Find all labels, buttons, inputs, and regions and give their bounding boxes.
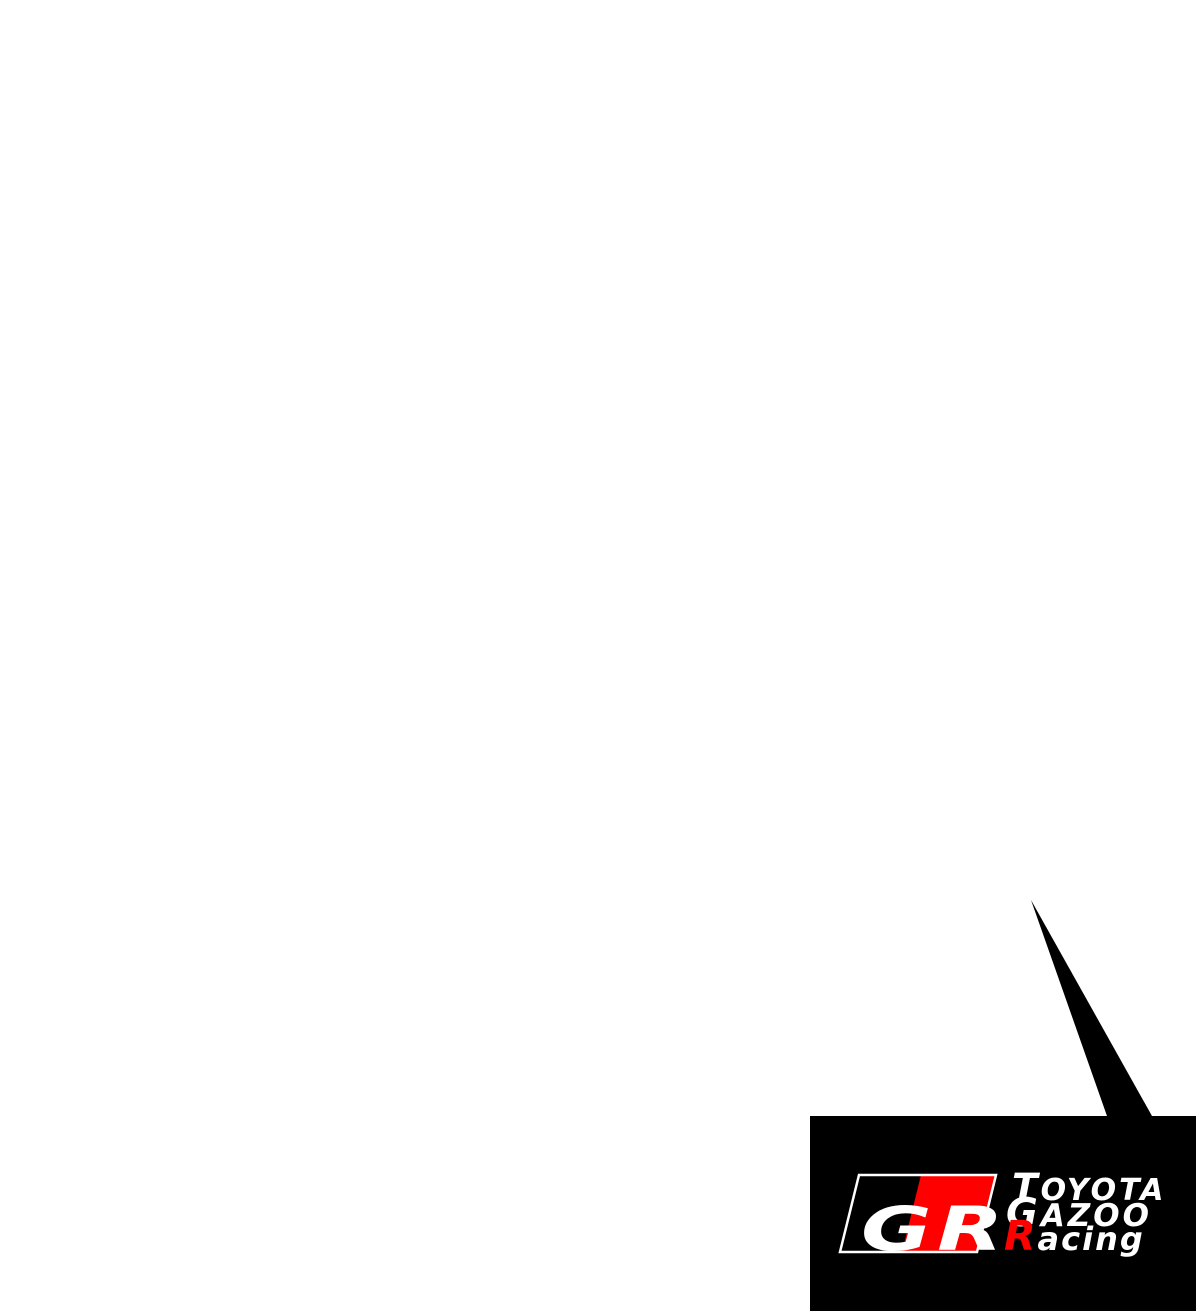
wordmark-line-gazoo: GAZOO (1006, 1191, 1152, 1236)
gr-emblem-red-half (902, 1175, 996, 1252)
wordmark-line-toyota: TOYOTA (1012, 1165, 1167, 1209)
callout-shape: GR (810, 900, 1196, 1311)
wordmark-line-racing: Racing (1004, 1212, 1145, 1260)
callout-pointer-tail (1031, 900, 1152, 1116)
gr-emblem-icon: GR (838, 1173, 1009, 1265)
gr-emblem-border (838, 1173, 998, 1254)
gr-logo-callout[interactable]: GR TOYOTA GAZOO Racing (810, 900, 1196, 1311)
gr-emblem-letters: GR (861, 1194, 1009, 1265)
gr-emblem-black-half (840, 1175, 921, 1252)
